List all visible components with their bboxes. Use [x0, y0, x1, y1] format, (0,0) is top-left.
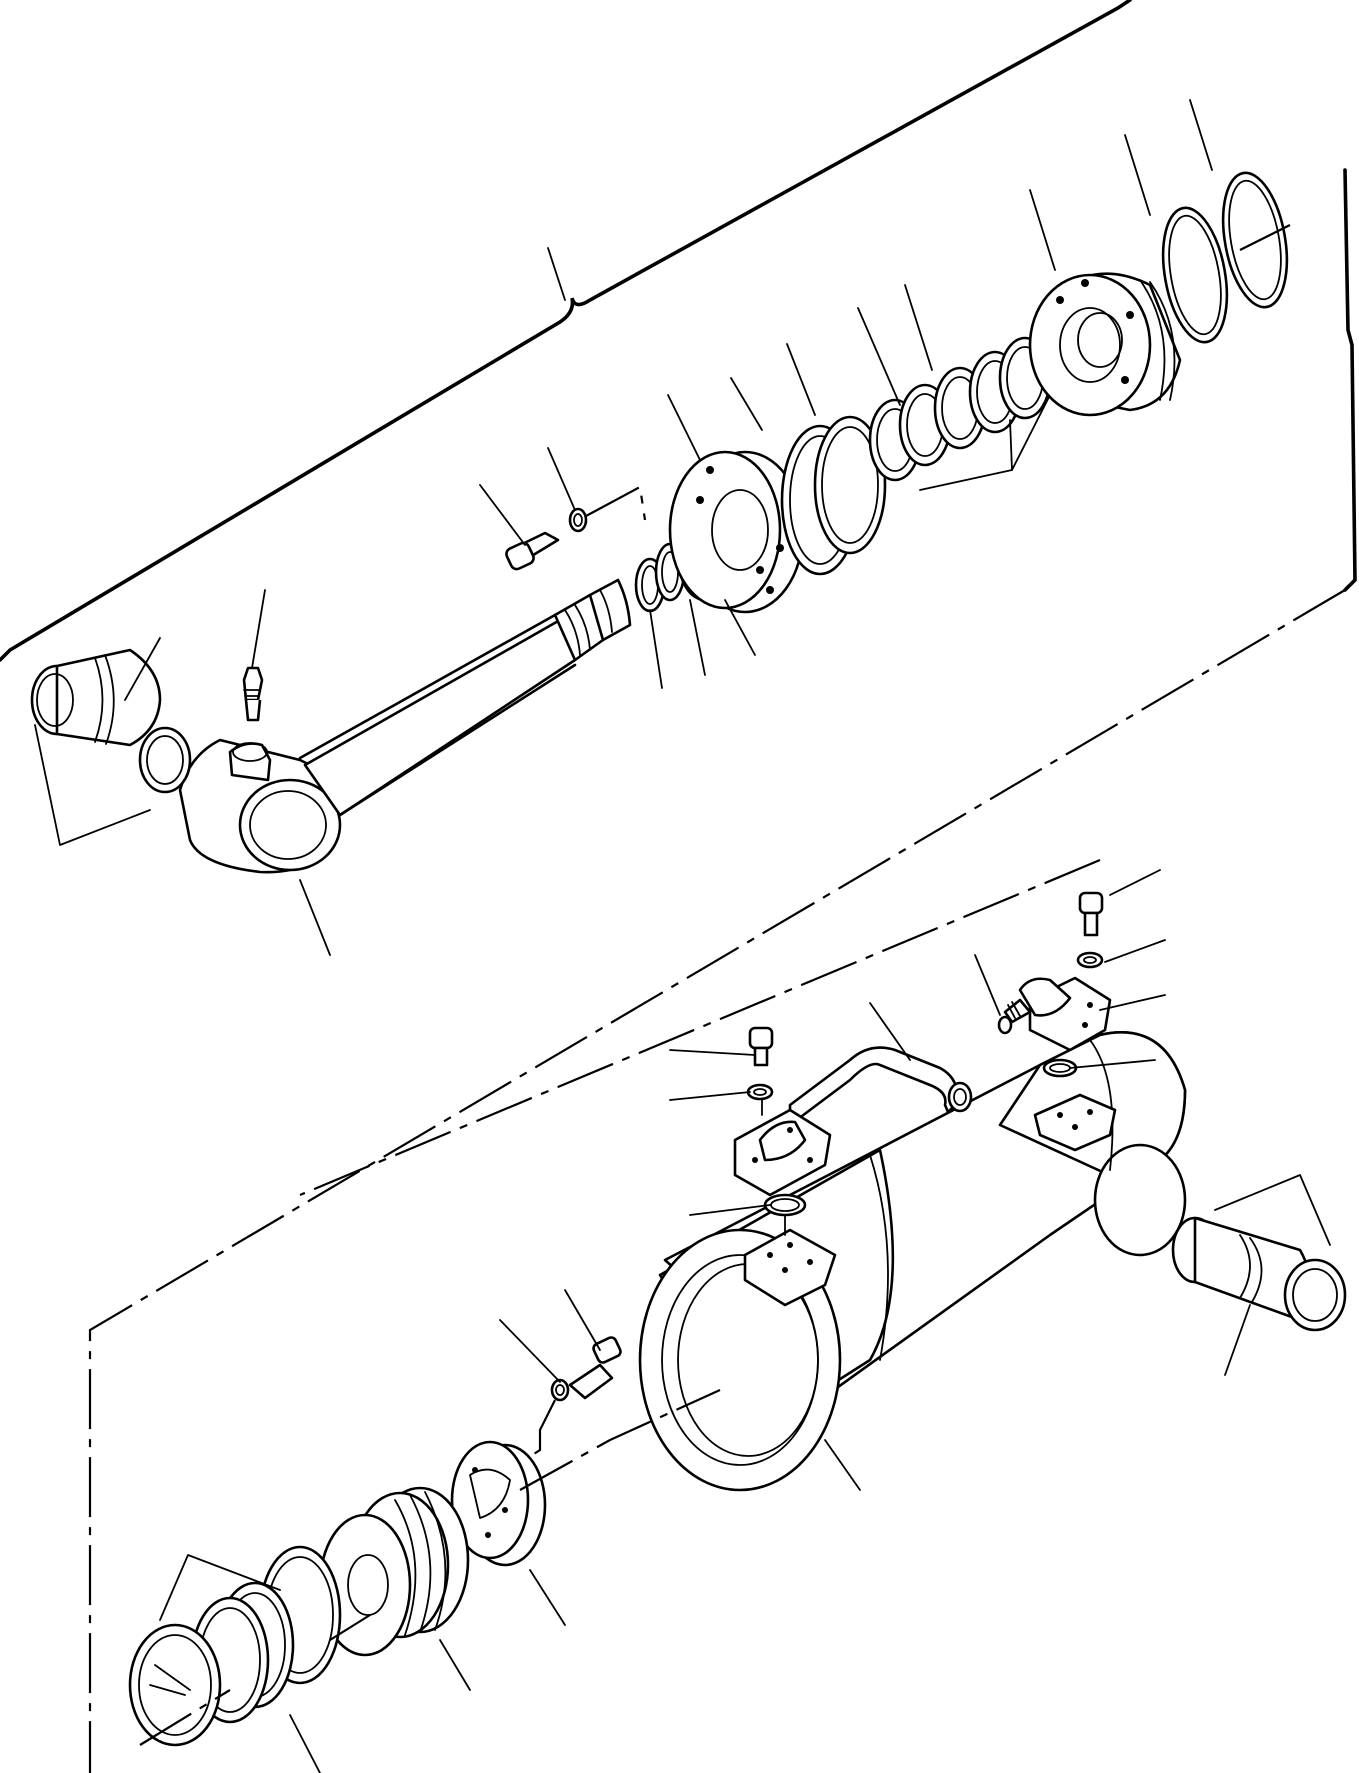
elbow-bolt-washer	[1076, 891, 1104, 969]
pipe-centerline	[761, 1099, 786, 1236]
cylinder-tube	[638, 1031, 1187, 1492]
rod-guide	[1028, 272, 1182, 417]
piston-upper	[668, 450, 805, 614]
leader-lines-upper	[124, 99, 1213, 956]
rod-eye	[178, 738, 342, 874]
group-bracket-right	[1343, 168, 1357, 592]
pipe-bolt-washer	[746, 1026, 774, 1101]
leader-bushing-group	[34, 724, 151, 846]
centerline-upper	[1239, 224, 1291, 251]
pipe-oring-lower-inner	[770, 1198, 800, 1212]
grease-nipple	[242, 666, 264, 722]
piston-rings-lower	[128, 1545, 342, 1747]
rod-assembly-group	[0, 0, 1132, 662]
leader-rings-lower	[159, 1554, 281, 1621]
centerline-lower	[139, 1388, 721, 1746]
bushing-cylinder	[1171, 1174, 1347, 1332]
piston-lower	[450, 1440, 547, 1567]
rod-guide-outer-rings	[1161, 171, 1289, 344]
divider-line-lower	[299, 858, 1101, 1197]
group-bracket-upper	[0, 0, 1132, 662]
elbow-oring-small	[997, 1015, 1013, 1035]
elbow-fitting	[1003, 976, 1112, 1052]
piston-rings-upper	[780, 415, 887, 576]
bushing-rod-eye	[30, 648, 162, 747]
divider-line-main	[88, 589, 1346, 1773]
leader-lines-lower	[289, 869, 1251, 1773]
seal-ring-rod-eye-inner	[146, 735, 184, 785]
hydraulic-pipe	[733, 1046, 973, 1197]
piston-seals-lower	[318, 1486, 470, 1657]
piston-bolt-washer	[505, 485, 647, 571]
piston-rod	[298, 578, 632, 817]
rod-guide-seals	[868, 336, 1052, 491]
